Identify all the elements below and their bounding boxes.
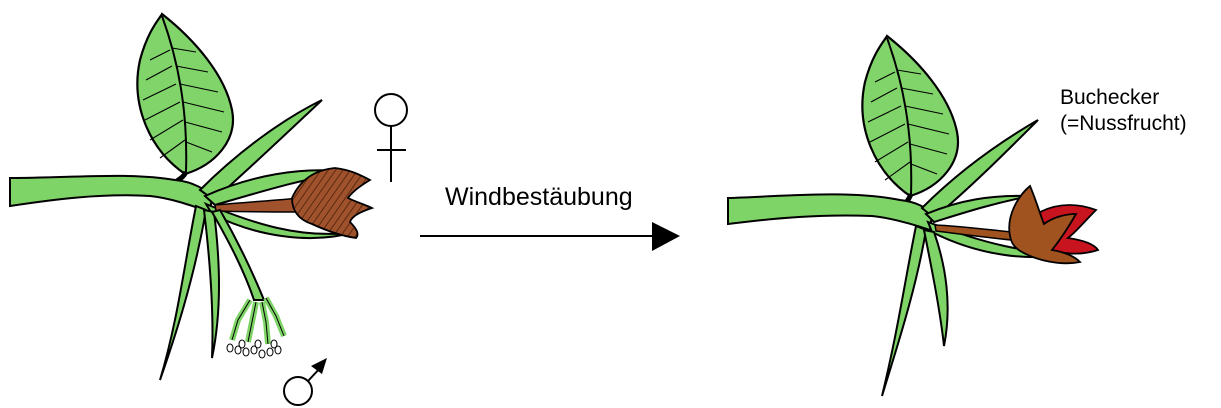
female-flower — [214, 167, 375, 239]
branch-down-right-2 — [922, 228, 949, 347]
process-label: Windbestäubung — [445, 183, 633, 211]
beechnut-fruit — [934, 184, 1100, 265]
bract-upper-right — [920, 119, 1039, 220]
male-symbol-icon — [283, 358, 327, 406]
flowering-twig — [9, 12, 408, 406]
fruiting-twig: Buchecker (=Nussfrucht) — [727, 34, 1187, 397]
main-stem-right — [727, 193, 934, 232]
fruit-label-line1: Buchecker — [1060, 86, 1159, 109]
male-catkin — [226, 296, 287, 359]
branch-down-left-1 — [159, 204, 208, 381]
fruit-label-line2: (=Nussfrucht) — [1060, 112, 1187, 135]
bract-upper-left — [198, 99, 323, 202]
branch-down-right-1 — [881, 224, 928, 397]
female-symbol-icon — [374, 93, 408, 182]
beech-leaf-left — [136, 12, 235, 186]
beech-leaf-right — [861, 34, 960, 212]
process-arrow: Windbestäubung — [420, 183, 680, 251]
branch-down-left-2 — [202, 208, 220, 359]
main-stem-left — [9, 174, 214, 214]
